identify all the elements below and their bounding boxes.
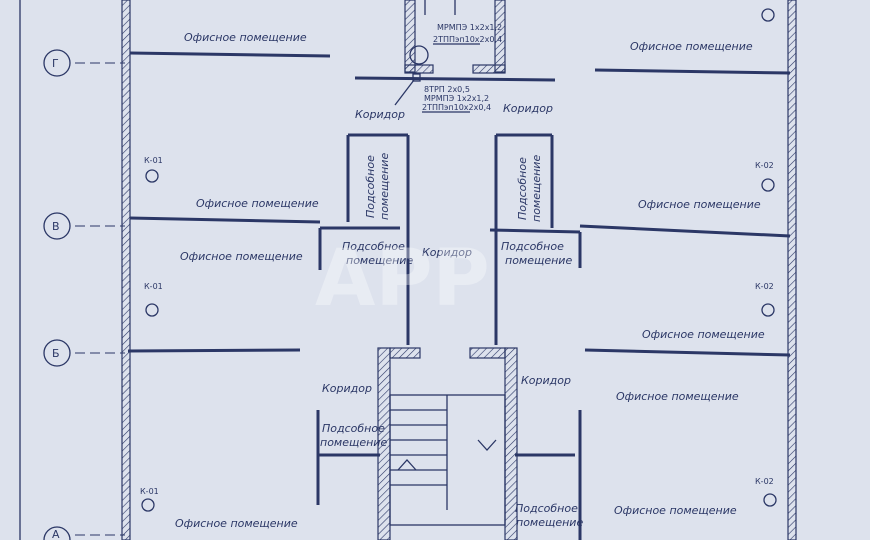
room-office: Офисное помещение bbox=[630, 40, 753, 53]
room-utility: Подсобное bbox=[501, 240, 564, 253]
room-corridor: Коридор bbox=[422, 246, 472, 259]
column-label: К-02 bbox=[755, 161, 774, 170]
column-label: К-02 bbox=[755, 477, 774, 486]
room-utility: Подсобное bbox=[516, 157, 529, 220]
axis-bubble-b: Б bbox=[43, 339, 71, 367]
room-corridor: Коридор bbox=[503, 102, 553, 115]
axis-bubble-v: В bbox=[43, 212, 71, 240]
room-office: Офисное помещение bbox=[642, 328, 765, 341]
outer-walls bbox=[19, 0, 797, 540]
room-utility: помещение bbox=[505, 254, 572, 267]
svg-text:8ТРП 2х0,5: 8ТРП 2х0,5 bbox=[424, 85, 470, 94]
axis-bubble-a: А bbox=[43, 526, 71, 540]
room-corridor: Коридор bbox=[322, 382, 372, 395]
room-office: Офисное помещение bbox=[196, 197, 319, 210]
svg-text:В: В bbox=[52, 220, 60, 233]
room-corridor: Коридор bbox=[355, 108, 405, 121]
axis-bubble-g: Г bbox=[43, 49, 71, 77]
column-label: К-01 bbox=[140, 487, 159, 496]
stair-core-top bbox=[404, 0, 506, 74]
partitions bbox=[127, 51, 791, 540]
room-utility: Подсобное bbox=[322, 422, 385, 435]
svg-text:Г: Г bbox=[52, 57, 59, 70]
svg-text:2ТППэп10х2х0,4: 2ТППэп10х2х0,4 bbox=[422, 103, 491, 112]
svg-text:2ТППэп10х2х0,4: 2ТППэп10х2х0,4 bbox=[433, 35, 502, 44]
svg-text:А: А bbox=[52, 528, 60, 540]
column-label: К-01 bbox=[144, 156, 163, 165]
room-utility: Подсобное bbox=[342, 240, 405, 253]
svg-text:МРМПЭ 1х2х1,2: МРМПЭ 1х2х1,2 bbox=[424, 94, 489, 103]
room-corridor: Коридор bbox=[521, 374, 571, 387]
room-office: Офисное помещение bbox=[616, 390, 739, 403]
column-markers: К-01 К-01 К-01 К-02 К-02 К-02 bbox=[140, 8, 777, 512]
room-utility: Подсобное bbox=[364, 155, 377, 218]
cable-annotations: МРМПЭ 1х2х1,2 2ТППэп10х2х0,4 8ТРП 2х0,5 … bbox=[394, 23, 502, 113]
room-utility: помещение bbox=[320, 436, 387, 449]
room-office: Офисное помещение bbox=[175, 517, 298, 530]
room-utility: помещение bbox=[516, 516, 583, 529]
room-utility: помещение bbox=[530, 155, 543, 222]
column-label: К-02 bbox=[755, 282, 774, 291]
svg-text:Б: Б bbox=[52, 347, 60, 360]
room-utility: Подсобное bbox=[515, 502, 578, 515]
room-office: Офисное помещение bbox=[184, 31, 307, 44]
room-office: Офисное помещение bbox=[638, 198, 761, 211]
room-utility: помещение bbox=[378, 153, 391, 220]
svg-text:МРМПЭ 1х2х1,2: МРМПЭ 1х2х1,2 bbox=[437, 23, 502, 32]
room-labels: Офисное помещение Офисное помещение Офис… bbox=[175, 31, 765, 530]
room-office: Офисное помещение bbox=[180, 250, 303, 263]
axis-lines bbox=[75, 62, 125, 536]
stair-core-bottom bbox=[377, 347, 518, 540]
room-office: Офисное помещение bbox=[614, 504, 737, 517]
watermark-logo: АРР bbox=[315, 234, 490, 324]
column-label: К-01 bbox=[144, 282, 163, 291]
room-utility: помещение bbox=[346, 254, 413, 267]
